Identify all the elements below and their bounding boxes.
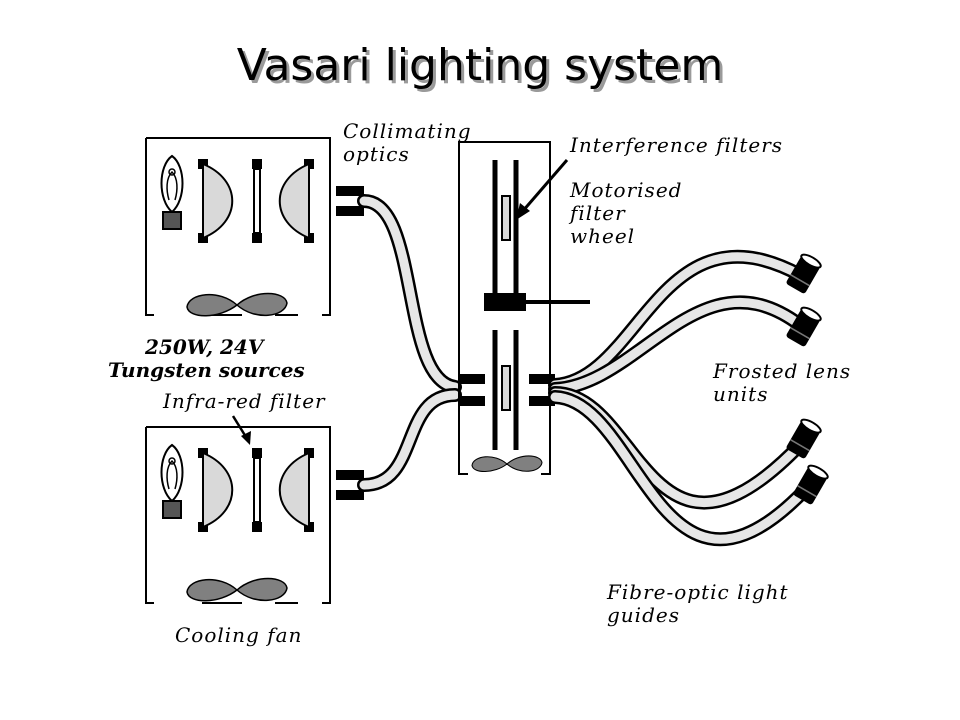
label-motorised-1: Motorised xyxy=(569,178,682,202)
label-sources-1: 250W, 24V xyxy=(144,335,266,359)
page-title: Vasari lighting system xyxy=(236,40,724,91)
label-interference: Interference filters xyxy=(569,133,783,157)
label-motorised-2: filter xyxy=(568,201,626,225)
input-fibre-cables xyxy=(357,194,462,492)
lower-lamp-housing xyxy=(145,426,364,604)
label-motorised-3: wheel xyxy=(570,224,635,248)
lower-fan-icon xyxy=(186,577,288,602)
upper-fan-icon xyxy=(186,292,288,317)
label-fibre-1: Fibre-optic light xyxy=(606,580,789,604)
label-fibre-2: guides xyxy=(607,603,680,627)
upper-lamp-housing xyxy=(145,137,364,317)
infrared-arrow xyxy=(231,415,251,445)
label-collimating-1: Collimating xyxy=(343,119,472,143)
label-sources-2: Tungsten sources xyxy=(108,358,305,382)
output-fibre-guides xyxy=(548,249,812,547)
label-cooling: Cooling fan xyxy=(175,623,302,647)
filter-wheel-housing xyxy=(458,141,590,475)
interference-arrow xyxy=(516,159,569,220)
label-collimating-2: optics xyxy=(343,142,410,166)
label-frosted-1: Frosted lens xyxy=(712,359,851,383)
label-infrared: Infra-red filter xyxy=(162,389,326,413)
label-frosted-2: units xyxy=(713,382,768,406)
